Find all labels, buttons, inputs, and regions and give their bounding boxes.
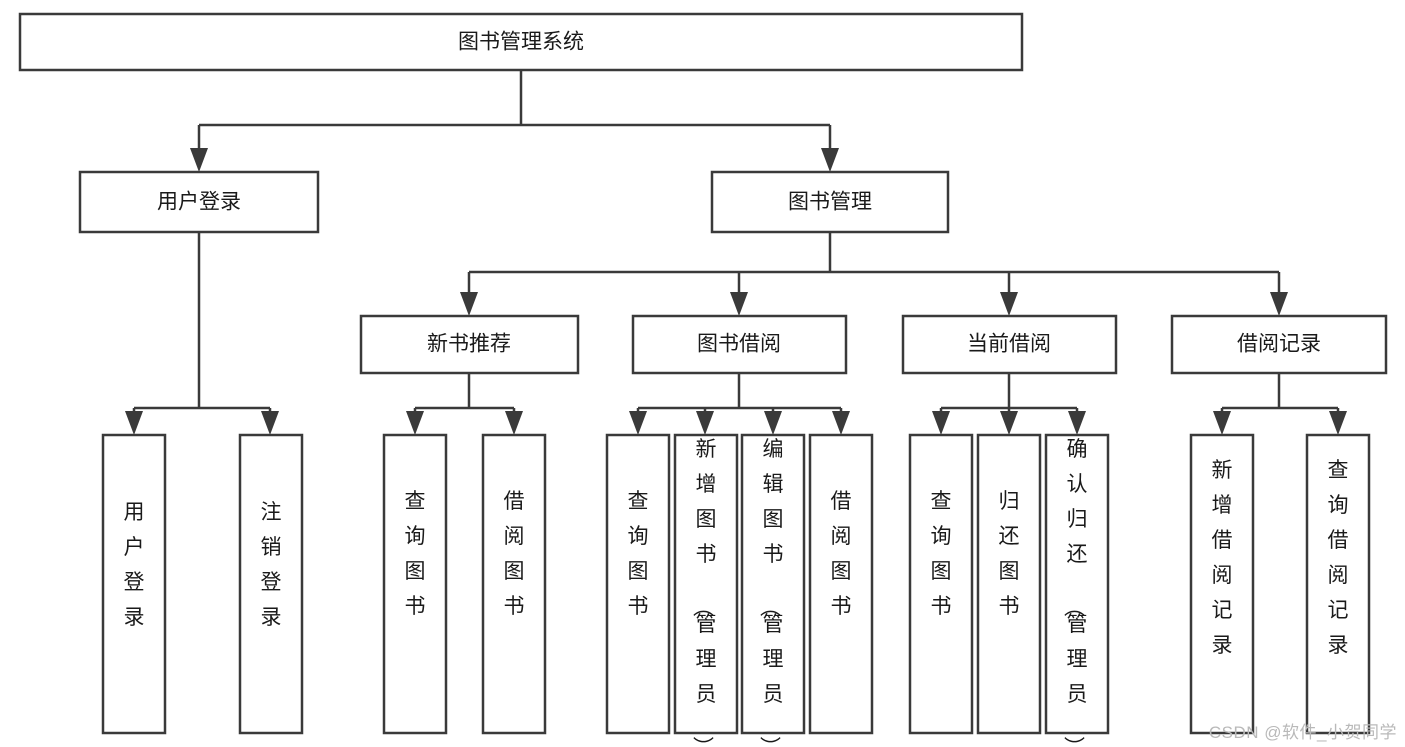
arrow-head-borrow-record [1270,292,1288,316]
node-borrow-record[interactable]: 借阅记录 [1170,314,1388,375]
leaf-box-cb-return-book[interactable] [976,433,1042,735]
arrow-head-nbr-leaf-1 [406,411,424,435]
arrow-head-cb-leaf-2 [1000,411,1018,435]
node-label-borrow-record: 借阅记录 [1237,333,1321,356]
connector-group-book-borrow [629,373,850,435]
leaf-bb-add-book[interactable]: 新增图书（管理员） [673,433,739,747]
arrow-head-bb-leaf-2 [696,411,714,435]
leaf-box-user-login-login[interactable] [101,433,167,735]
node-box-borrow-record[interactable] [1170,314,1388,375]
leaf-user-login-logout[interactable]: 注销登录 [238,433,304,735]
leaf-label-cb-return-book: 归还图书 [999,490,1020,618]
arrow-head-nbr-leaf-2 [505,411,523,435]
connector-group-root [190,70,839,172]
leaf-box-bb-edit-book[interactable] [740,433,806,735]
node-label-root-system: 图书管理系统 [458,31,584,54]
leaf-box-nbr-borrow-book[interactable] [481,433,547,735]
connector-group-borrow-record [1213,373,1347,435]
node-label-current-borrow: 当前借阅 [967,333,1051,356]
leaf-user-login-login[interactable]: 用户登录 [101,433,167,735]
node-book-management[interactable]: 图书管理 [710,170,950,234]
node-label-user-login: 用户登录 [157,191,241,214]
leaf-box-br-query-record[interactable] [1305,433,1371,735]
leaf-label-bb-edit-book: 编辑图书（管理员） [758,438,784,747]
leaf-label-user-login-login: 用户登录 [124,501,145,629]
leaf-bb-borrow-book[interactable]: 借阅图书 [808,433,874,735]
leaf-box-cb-query-book[interactable] [908,433,974,735]
node-new-book-recommend[interactable]: 新书推荐 [359,314,580,375]
leaf-box-user-login-logout[interactable] [238,433,304,735]
leaf-label-br-add-record: 新增借阅记录 [1212,459,1233,657]
arrow-head-user-login [190,148,208,172]
leaf-label-nbr-borrow-book: 借阅图书 [504,490,525,618]
node-label-new-book-recommend: 新书推荐 [427,333,511,356]
arrow-head-cb-leaf-1 [932,411,950,435]
csdn-watermark: CSDN @软件_小贺同学 [1208,723,1397,742]
leaf-box-bb-borrow-book[interactable] [808,433,874,735]
connector-group-book-management [460,232,1288,316]
node-book-borrow[interactable]: 图书借阅 [631,314,848,375]
leaf-label-user-login-logout: 注销登录 [261,501,282,629]
leaf-bb-edit-book[interactable]: 编辑图书（管理员） [740,433,806,747]
node-box-current-borrow[interactable] [901,314,1118,375]
node-label-book-management: 图书管理 [788,191,872,214]
leaf-nbr-borrow-book[interactable]: 借阅图书 [481,433,547,735]
leaf-nbr-query-book[interactable]: 查询图书 [382,433,448,735]
node-current-borrow[interactable]: 当前借阅 [901,314,1118,375]
arrow-head-new-book-recommend [460,292,478,316]
leaf-label-cb-confirm-return: 确认归还（管理员） [1062,438,1088,747]
node-root-system[interactable]: 图书管理系统 [18,12,1024,72]
leaf-cb-query-book[interactable]: 查询图书 [908,433,974,735]
leaf-label-nbr-query-book: 查询图书 [405,490,426,618]
leaf-label-cb-query-book: 查询图书 [931,490,952,618]
connector-group-current-borrow [932,373,1086,435]
leaf-br-add-record[interactable]: 新增借阅记录 [1189,433,1255,735]
node-box-book-borrow[interactable] [631,314,848,375]
arrow-head-br-leaf-1 [1213,411,1231,435]
node-box-root-system[interactable] [18,12,1024,72]
arrow-head-leaf-logout [261,411,279,435]
arrow-head-book-mgmt [821,148,839,172]
leaf-br-query-record[interactable]: 查询借阅记录 [1305,433,1371,735]
leaf-box-bb-add-book[interactable] [673,433,739,735]
arrow-head-book-borrow [730,292,748,316]
arrow-head-leaf-user-login [125,411,143,435]
arrow-head-bb-leaf-3 [764,411,782,435]
leaf-label-bb-add-book: 新增图书（管理员） [691,438,717,747]
connector-group-user-login [125,232,279,435]
node-user-login[interactable]: 用户登录 [78,170,320,234]
leaf-cb-return-book[interactable]: 归还图书 [976,433,1042,735]
leaf-box-nbr-query-book[interactable] [382,433,448,735]
leaf-label-br-query-record: 查询借阅记录 [1328,459,1349,657]
arrow-head-cb-leaf-3 [1068,411,1086,435]
arrow-head-br-leaf-2 [1329,411,1347,435]
node-box-new-book-recommend[interactable] [359,314,580,375]
node-box-user-login[interactable] [78,170,320,234]
leaf-bb-query-book[interactable]: 查询图书 [605,433,671,735]
leaf-label-bb-query-book: 查询图书 [628,490,649,618]
leaf-box-br-add-record[interactable] [1189,433,1255,735]
arrow-head-bb-leaf-1 [629,411,647,435]
connector-group-new-book-recommend [406,373,523,435]
arrow-head-current-borrow [1000,292,1018,316]
leaf-label-bb-borrow-book: 借阅图书 [831,490,852,618]
leaf-box-bb-query-book[interactable] [605,433,671,735]
arrow-head-bb-leaf-4 [832,411,850,435]
leaf-box-cb-confirm-return[interactable] [1044,433,1110,735]
node-label-book-borrow: 图书借阅 [697,333,781,356]
leaf-cb-confirm-return[interactable]: 确认归还（管理员） [1044,433,1110,747]
